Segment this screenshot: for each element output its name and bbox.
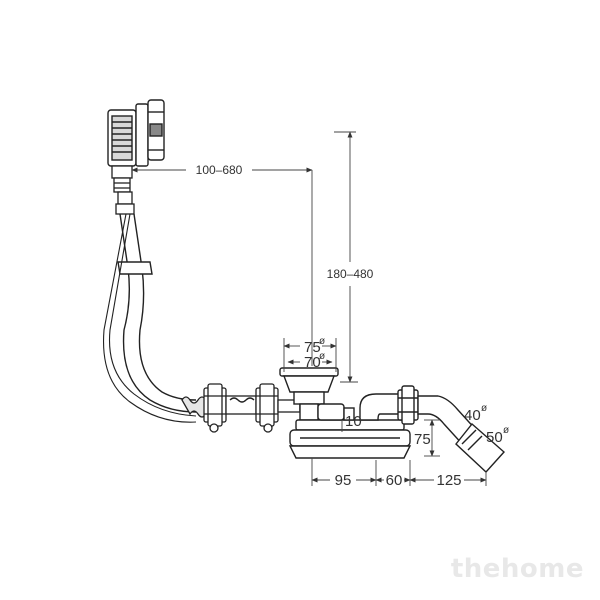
outlet-pipe (359, 385, 505, 473)
dim-height-10: 10 (345, 413, 362, 430)
dim-height-range: 180–480 (327, 267, 374, 281)
dim-horizontal-reach: 100–680 (196, 163, 243, 177)
dimension-labels: 100–680 180–480 75 ø 70 ø 10 75 95 60 12… (196, 163, 509, 489)
dim-length-60: 60 (386, 472, 403, 489)
trap-body (288, 403, 412, 459)
watermark: thehome (450, 554, 584, 584)
dim-outlet-50-symbol: ø (503, 425, 509, 436)
overflow-head (107, 99, 165, 167)
dim-inner-diameter-symbol: ø (319, 351, 325, 362)
overflow-pipe (102, 213, 197, 423)
overflow-connector (111, 165, 135, 215)
dim-length-125: 125 (436, 472, 461, 489)
dim-length-95: 95 (335, 472, 352, 489)
dimension-lines (131, 131, 487, 486)
dim-inner-diameter: 70 (304, 354, 321, 371)
dim-outlet-40-symbol: ø (481, 403, 487, 414)
dim-outer-diameter: 75 (304, 339, 321, 356)
drain-plug (279, 367, 339, 421)
dim-outlet-50: 50 (486, 429, 503, 446)
dim-outer-diameter-symbol: ø (319, 336, 325, 347)
dim-height-75: 75 (414, 431, 431, 448)
dim-outlet-40: 40 (464, 407, 481, 424)
